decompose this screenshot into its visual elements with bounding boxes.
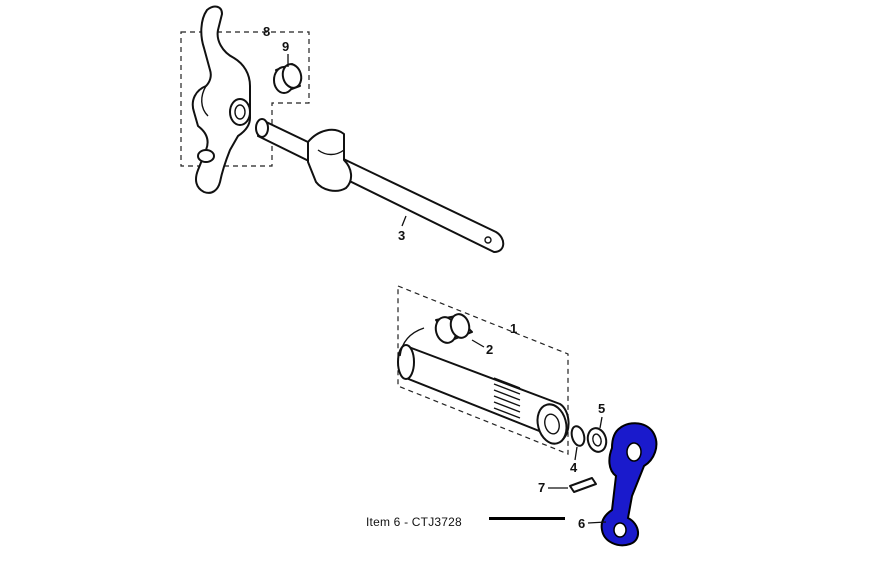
svg-text:3: 3	[398, 228, 405, 243]
svg-text:8: 8	[263, 24, 270, 39]
bush-part-2	[434, 313, 473, 344]
svg-text:9: 9	[282, 39, 289, 54]
callout-2: 2	[471, 339, 493, 357]
selector-arm-part	[191, 5, 251, 194]
callout-9: 9	[282, 39, 289, 67]
callout-5: 5	[598, 401, 605, 429]
pin-part-7	[569, 477, 597, 493]
callout-7: 7	[538, 480, 568, 495]
svg-text:5: 5	[598, 401, 605, 416]
svg-text:7: 7	[538, 480, 545, 495]
callout-3: 3	[398, 215, 407, 243]
housing-part-1	[397, 327, 570, 445]
callout-4: 4	[570, 446, 578, 475]
washer-part-5	[586, 427, 608, 453]
svg-text:4: 4	[570, 460, 578, 475]
assembly-8-dashed-box	[180, 31, 310, 167]
svg-text:6: 6	[578, 516, 585, 531]
cross-shaft-part-3	[255, 118, 505, 253]
part-number-caption: Item 6 - CTJ3728	[366, 515, 462, 529]
lever-part-6-highlighted	[600, 422, 658, 547]
callout-6: 6	[578, 516, 607, 531]
caption-underline	[489, 517, 565, 520]
callout-1: 1	[510, 321, 517, 336]
svg-text:2: 2	[486, 342, 493, 357]
svg-text:1: 1	[510, 321, 517, 336]
callout-8: 8	[263, 24, 270, 39]
assembly-1-dashed-box	[397, 285, 569, 455]
clip-part-4	[570, 425, 586, 447]
bush-part-9	[273, 63, 303, 94]
